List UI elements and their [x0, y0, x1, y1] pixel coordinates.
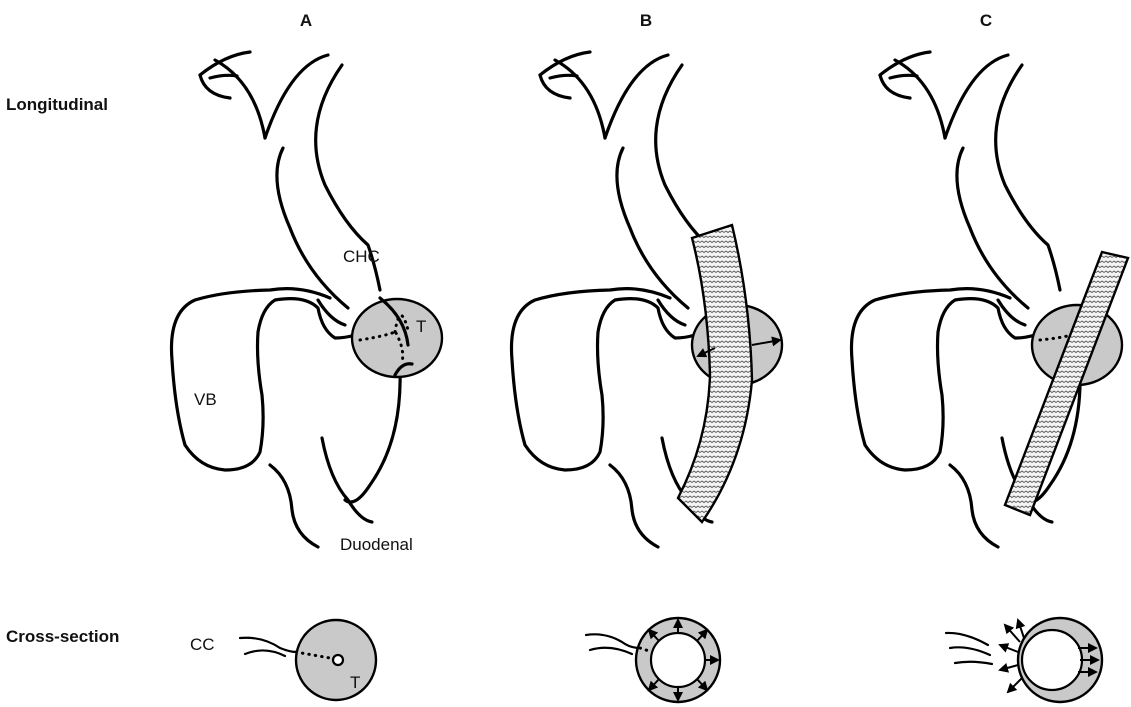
row-label-cross-section: Cross-section [6, 627, 119, 646]
stent-lumen-c [1022, 630, 1082, 690]
label-duodenum: Duodenal [340, 535, 413, 554]
biliary-anatomy-a [171, 52, 400, 547]
column-header-b: B [640, 11, 652, 30]
stent-b [678, 225, 752, 522]
label-cystic-channel: CC [190, 635, 215, 654]
row-label-longitudinal: Longitudinal [6, 95, 108, 114]
cross-section-a: CC T [190, 620, 376, 700]
cross-section-c [946, 618, 1102, 702]
panel-c-longitudinal [851, 52, 1128, 547]
label-tumor-cross: T [350, 673, 360, 692]
stent-c [1005, 252, 1128, 515]
cross-section-b [586, 618, 720, 702]
panel-b-longitudinal [511, 52, 782, 547]
lumen-a [333, 655, 343, 665]
panel-a-longitudinal: CHC T VB Duodenal [171, 52, 442, 554]
column-header-c: C [980, 11, 992, 30]
label-chc: CHC [343, 247, 380, 266]
stent-lumen-b [651, 633, 705, 687]
column-header-a: A [300, 11, 312, 30]
label-gallbladder: VB [194, 390, 217, 409]
label-tumor: T [416, 317, 426, 336]
